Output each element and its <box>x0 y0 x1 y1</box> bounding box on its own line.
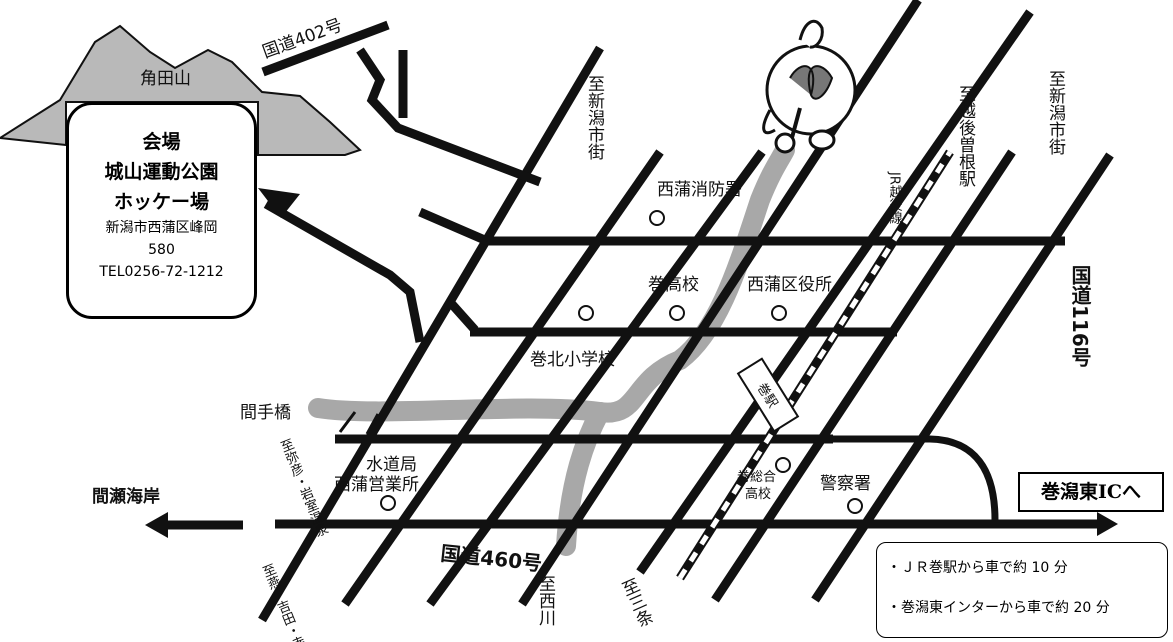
venue-field-name: ホッケー場 <box>113 191 209 213</box>
ward-office-marker <box>771 305 787 321</box>
access-info-box: ・ＪＲ巻駅から車で約 10 分 ・巻潟東インターから車で約 20 分 <box>876 542 1168 638</box>
west-arrow-head <box>145 512 168 538</box>
mascot-illustration <box>762 19 857 154</box>
jr-line-label: JR越後線 <box>887 171 903 224</box>
place-markers <box>380 210 863 514</box>
venue-address: 新潟市西蒲区峰岡 <box>105 220 218 236</box>
venue-tel: TEL0256-72-1212 <box>99 264 224 280</box>
maki-station: 巻駅 <box>736 357 800 433</box>
horizontal-roads <box>275 236 1100 529</box>
police-marker <box>847 498 863 514</box>
maki-north-elem-label: 巻北小学校 <box>530 350 615 370</box>
venue-title: 会場 <box>142 131 181 153</box>
sogo-high-label-1: 巻総合 <box>737 470 776 485</box>
river <box>308 140 795 423</box>
bridge-label: 間手橋 <box>240 403 291 423</box>
water-office-label-2: 西蒲営業所 <box>334 475 419 495</box>
east-arrow-head <box>1097 512 1118 536</box>
fire-station-label: 西蒲消防署 <box>657 180 742 200</box>
to-niigata-label-2: 至新潟市街 <box>1045 70 1066 155</box>
bridge-mark <box>338 411 380 435</box>
jr-railway <box>676 149 954 581</box>
water-office-marker <box>380 495 396 511</box>
access-line-1: ・ＪＲ巻駅から車で約 10 分 <box>887 560 1068 576</box>
venue-address-number: 580 <box>148 242 175 258</box>
venue-arrow-head <box>258 188 300 218</box>
marker-1 <box>578 305 594 321</box>
mountain-label: 角田山 <box>140 69 191 89</box>
police-label: 警察署 <box>820 474 871 494</box>
water-office-label-1: 水道局 <box>366 455 417 475</box>
to-echigo-label: 至越後曽根駅 <box>955 85 976 187</box>
venue-park-name: 城山運動公園 <box>104 161 219 183</box>
ic-direction-label: 巻潟東ICへ <box>1040 481 1141 503</box>
to-nishi-label: 至西川 <box>535 575 556 626</box>
sogo-high-label-2: 高校 <box>745 486 771 502</box>
fire-station-marker <box>649 210 665 226</box>
to-sanjo-label: 至三条 <box>616 576 655 631</box>
route-116-label: 国道116号 <box>1068 265 1092 367</box>
access-line-2: ・巻潟東インターから車で約 20 分 <box>887 600 1110 616</box>
maki-high-marker <box>669 305 685 321</box>
coast-label: 間瀬海岸 <box>92 486 160 507</box>
ic-connector <box>833 435 999 521</box>
ward-office-label: 西蒲区役所 <box>747 275 832 295</box>
sogo-high-marker <box>775 457 791 473</box>
route-402 <box>261 20 542 343</box>
venue-card: 会場 城山運動公園 ホッケー場 新潟市西蒲区峰岡 580 TEL0256-72-… <box>66 102 257 319</box>
ic-direction-box: 巻潟東ICへ <box>1018 472 1164 512</box>
to-niigata-label-1: 至新潟市街 <box>584 75 605 160</box>
maki-high-label: 巻高校 <box>648 275 699 295</box>
